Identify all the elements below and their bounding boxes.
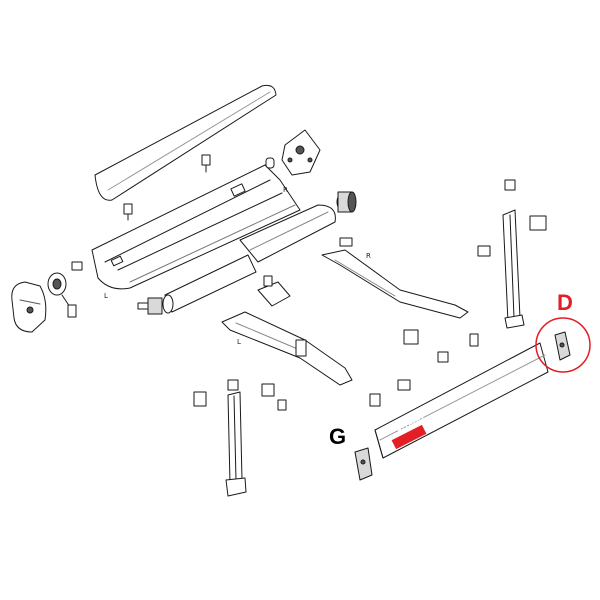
top-cover-panel — [94, 84, 277, 201]
side-mark-r-arm: R — [366, 252, 371, 260]
roller-tube — [137, 254, 257, 315]
cassette-housing — [91, 164, 301, 290]
front-lead-rail — [374, 342, 549, 459]
end-cap-bracket — [265, 129, 321, 176]
roller-spool — [336, 191, 357, 213]
part-g-end-piece — [354, 447, 373, 481]
left-support-leg — [193, 379, 247, 497]
left-end-cap — [11, 281, 47, 333]
left-arm — [221, 311, 353, 386]
part-d-highlight-circle — [535, 317, 591, 373]
clip-part — [123, 154, 211, 221]
mounting-bracket — [257, 275, 291, 307]
right-support-leg — [477, 179, 547, 329]
side-mark-l-arm: L — [237, 338, 241, 346]
callout-d-label: D — [557, 290, 573, 315]
tension-disc — [47, 261, 83, 318]
side-mark-r-upper: R — [283, 186, 288, 194]
fastener-set — [261, 329, 479, 411]
lead-rail-tube — [239, 204, 336, 263]
right-arm — [321, 237, 469, 319]
callout-g-label: G — [329, 424, 347, 449]
side-mark-l-cap: L — [104, 292, 108, 300]
part-d-end-cap — [554, 331, 571, 361]
